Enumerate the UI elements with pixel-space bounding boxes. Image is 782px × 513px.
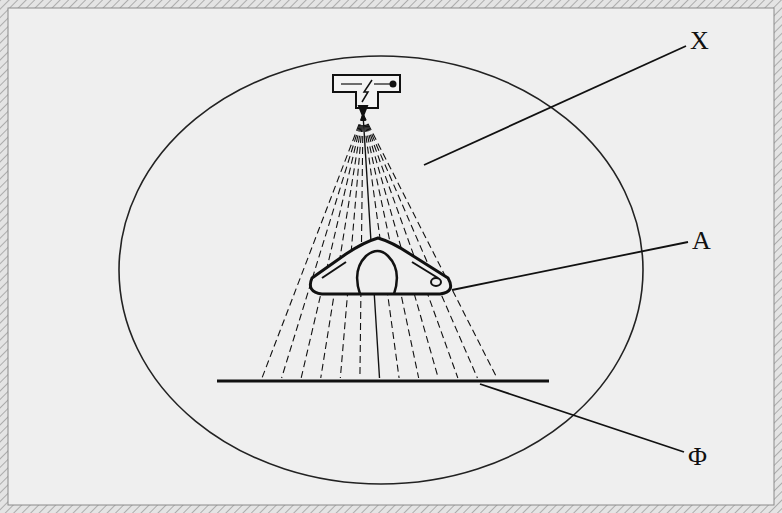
film-line bbox=[217, 380, 549, 383]
ray-line bbox=[301, 114, 363, 378]
enclosure-circle bbox=[119, 56, 643, 484]
x-ray-tube bbox=[333, 75, 400, 116]
ray-line bbox=[282, 114, 363, 378]
ray-line bbox=[262, 114, 363, 378]
callout-label: X bbox=[690, 28, 709, 54]
callout-label: A bbox=[692, 228, 711, 254]
leader-lines bbox=[424, 46, 688, 452]
x-ray-beam bbox=[262, 114, 497, 378]
background-panel bbox=[8, 8, 774, 505]
callout-label: Φ bbox=[688, 444, 707, 470]
object-a bbox=[310, 238, 450, 294]
